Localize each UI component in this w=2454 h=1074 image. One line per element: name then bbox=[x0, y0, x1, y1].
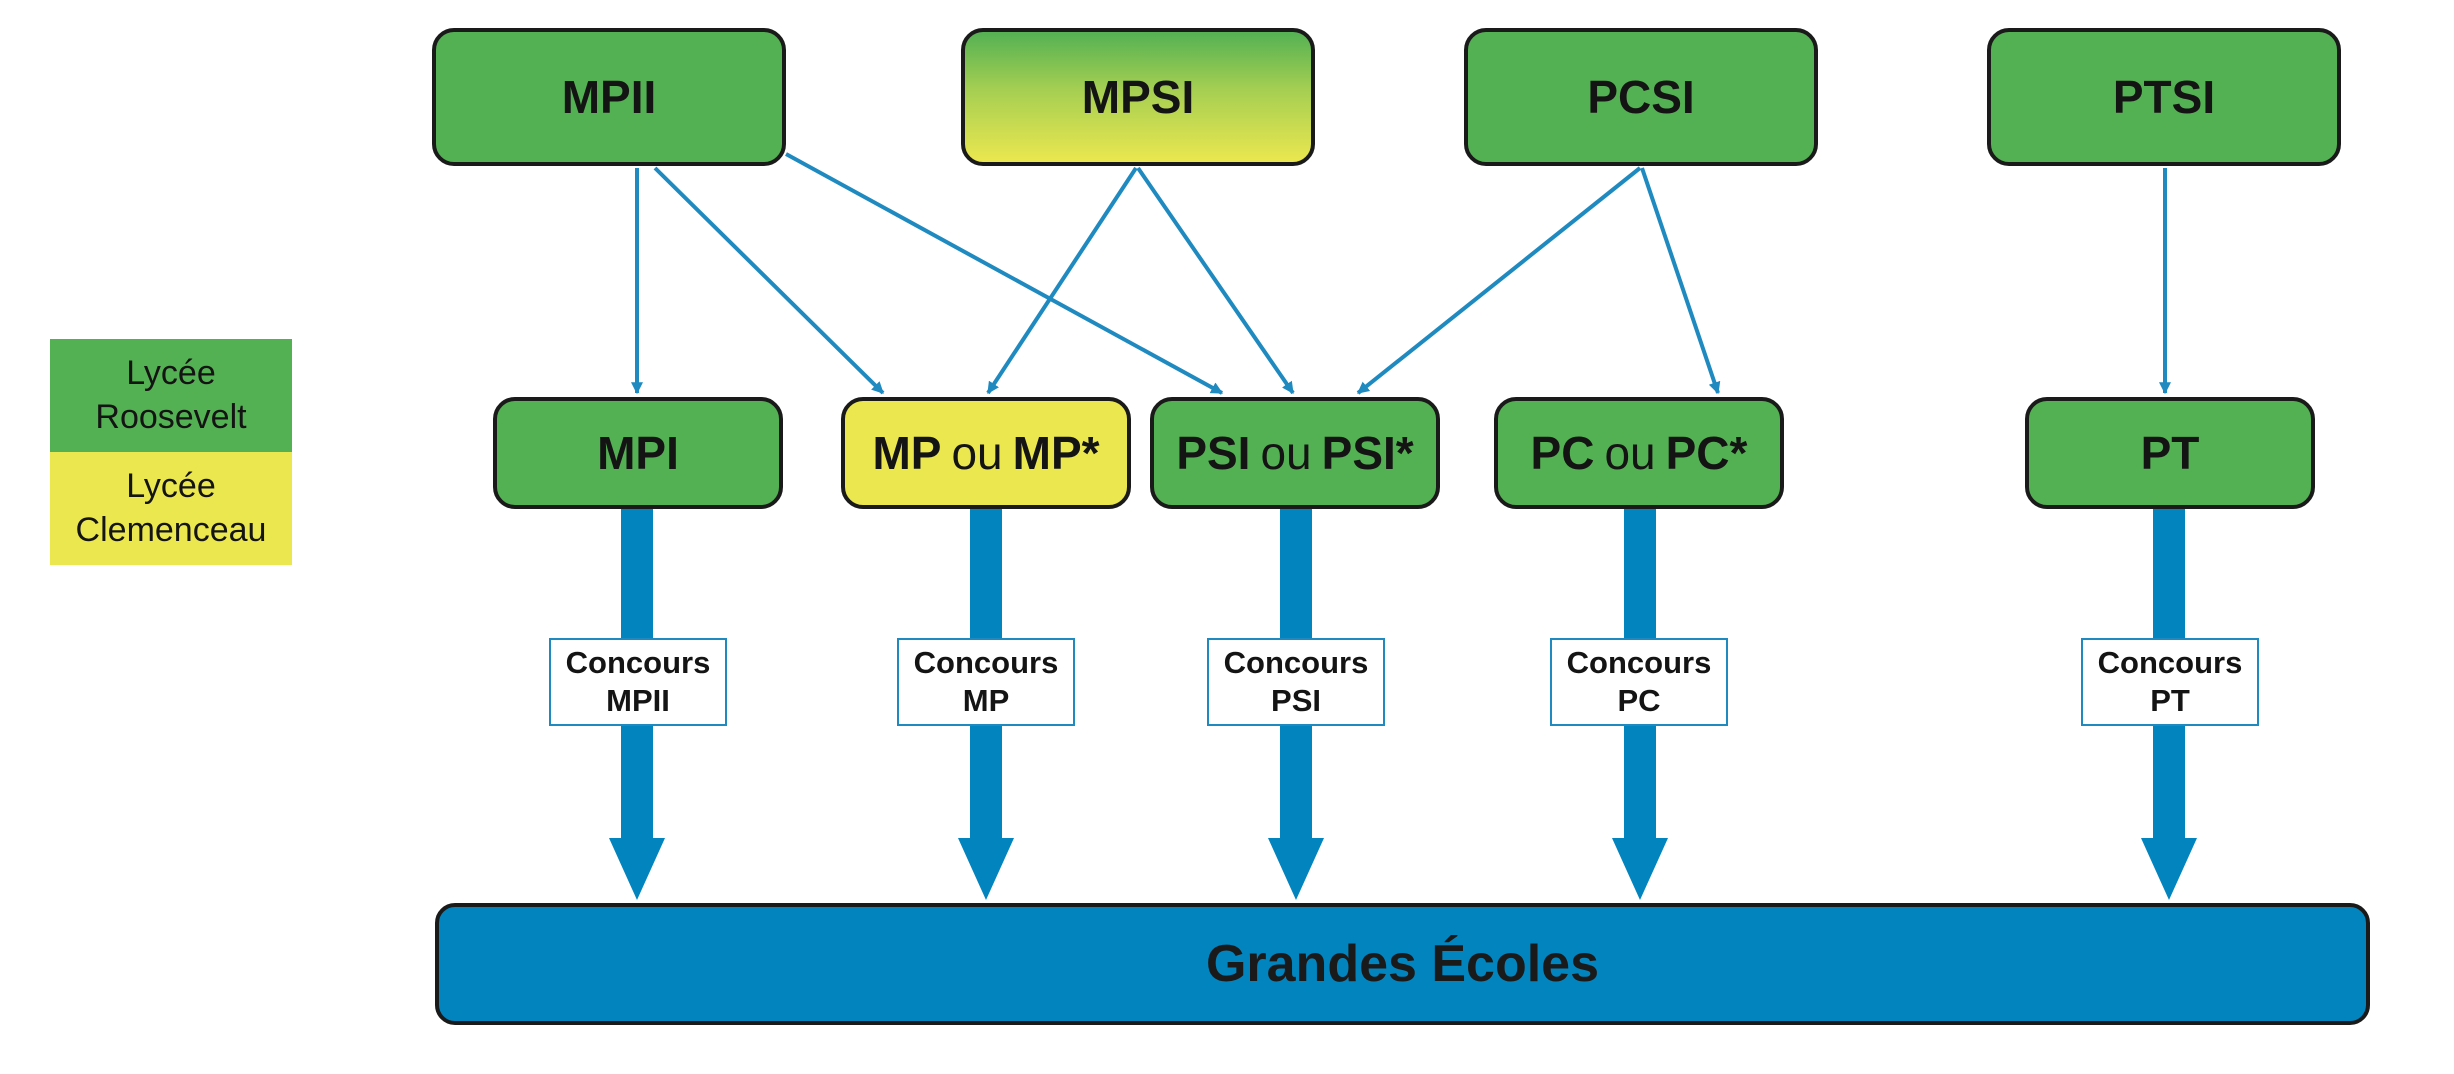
second-year-mp-ou: ou bbox=[951, 427, 1003, 479]
second-year-pt-label: PT bbox=[2140, 427, 2200, 479]
second-year-psi: PSI ou PSI* bbox=[1150, 397, 1440, 509]
concours-pc-line1: Concours bbox=[1566, 645, 1712, 681]
legend-roosevelt-line2: Roosevelt bbox=[95, 397, 247, 436]
grandes-ecoles-label: Grandes Écoles bbox=[1205, 935, 1600, 993]
second-year-pt: PT bbox=[2025, 397, 2315, 509]
grandes-ecoles: Grandes Écoles bbox=[435, 903, 2370, 1025]
second-year-psi-star: PSI* bbox=[1321, 427, 1414, 479]
legend-roosevelt: Lycée Roosevelt bbox=[50, 339, 292, 452]
concours-mp-line2: MP bbox=[962, 683, 1010, 718]
first-year-mpsi-label: MPSI bbox=[1081, 71, 1195, 123]
edge-pcsi-to-psi bbox=[1356, 166, 1642, 395]
first-year-pcsi: PCSI bbox=[1464, 28, 1818, 166]
second-year-pc-star: PC* bbox=[1665, 427, 1748, 479]
concours-mp: Concours MP bbox=[897, 638, 1075, 726]
first-year-mpii: MPII bbox=[432, 28, 786, 166]
concours-psi-line1: Concours bbox=[1223, 645, 1369, 681]
concours-pc: Concours PC bbox=[1550, 638, 1728, 726]
second-year-psi-ou: ou bbox=[1260, 427, 1312, 479]
legend-clemenceau: Lycée Clemenceau bbox=[50, 452, 292, 565]
second-year-mpi-label: MPI bbox=[597, 427, 679, 479]
concours-psi: Concours PSI bbox=[1207, 638, 1385, 726]
legend-clemenceau-line2: Clemenceau bbox=[75, 510, 267, 549]
concours-mpii-line1: Concours bbox=[565, 645, 711, 681]
exam-flows bbox=[609, 509, 2197, 900]
concours-psi-line2: PSI bbox=[1271, 683, 1321, 718]
legend-clemenceau-line1: Lycée bbox=[126, 466, 216, 505]
prepa-paths bbox=[631, 152, 2171, 395]
concours-pt-line1: Concours bbox=[2097, 645, 2243, 681]
second-year-mp: MP ou MP* bbox=[841, 397, 1131, 509]
edge-mpsi-to-mp bbox=[986, 166, 1138, 395]
edge-mpsi-to-psi bbox=[1136, 166, 1295, 395]
first-year-pcsi-label: PCSI bbox=[1587, 71, 1695, 123]
edge-pcsi-to-pc bbox=[1640, 167, 1721, 395]
legend-roosevelt-line1: Lycée bbox=[126, 353, 216, 392]
edge-mpii-to-psi bbox=[785, 152, 1224, 395]
concours-mp-line1: Concours bbox=[913, 645, 1059, 681]
first-year-mpii-label: MPII bbox=[561, 71, 657, 123]
first-year-mpsi: MPSI bbox=[961, 28, 1315, 166]
concours-pt: Concours PT bbox=[2081, 638, 2259, 726]
concours-mpii-line2: MPII bbox=[606, 683, 670, 718]
concours-pc-line2: PC bbox=[1617, 683, 1661, 718]
first-year-ptsi-label: PTSI bbox=[2112, 71, 2216, 123]
second-year-mpi: MPI bbox=[493, 397, 783, 509]
concours-pt-line2: PT bbox=[2150, 683, 2190, 718]
edge-mpii-to-mp bbox=[653, 166, 885, 395]
second-year-pc: PC ou PC* bbox=[1494, 397, 1784, 509]
second-year-psi-label: PSI bbox=[1176, 427, 1251, 479]
first-year-ptsi: PTSI bbox=[1987, 28, 2341, 166]
second-year-mp-label: MP bbox=[872, 427, 942, 479]
second-year-pc-label: PC bbox=[1530, 427, 1595, 479]
second-year-mp-star: MP* bbox=[1012, 427, 1100, 479]
concours-mpii: Concours MPII bbox=[549, 638, 727, 726]
second-year-pc-ou: ou bbox=[1604, 427, 1656, 479]
